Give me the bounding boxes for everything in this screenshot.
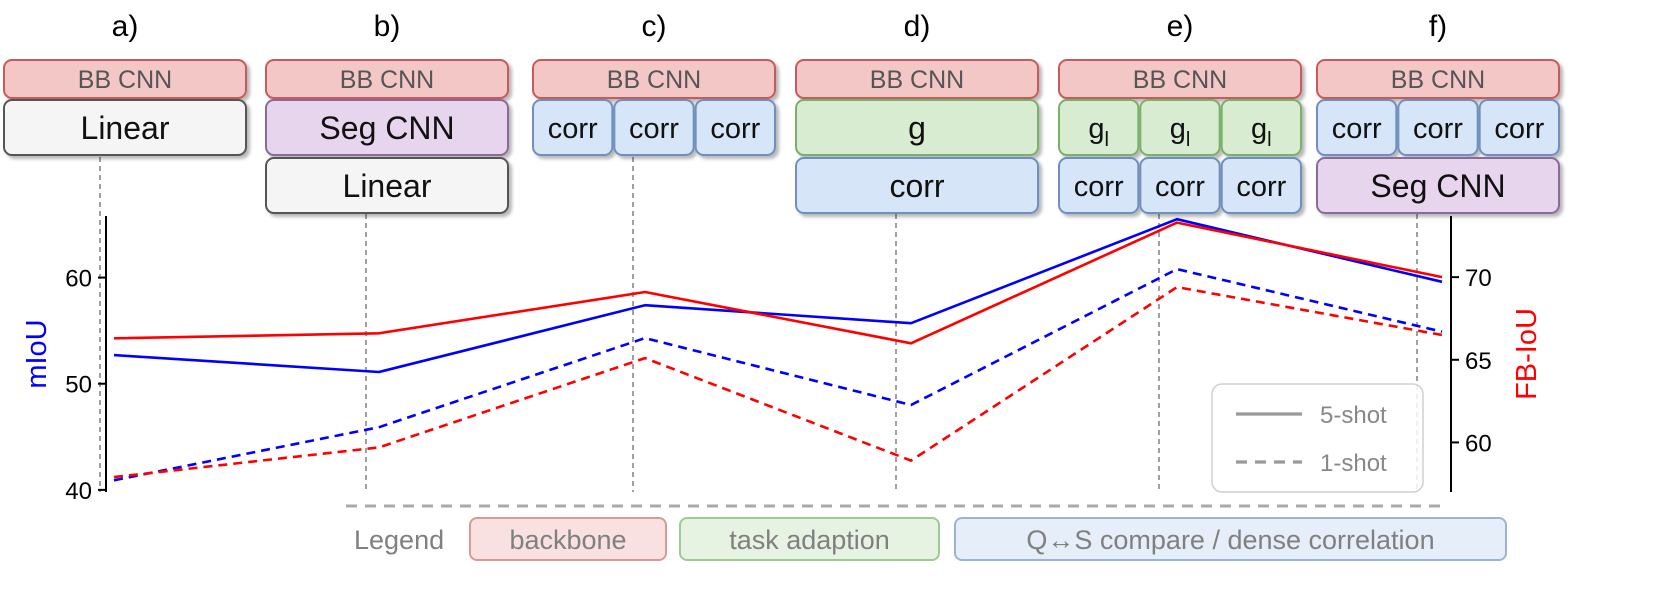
block-label: gl [1251,113,1272,151]
block-label: BB CNN [340,66,434,94]
block-label: BB CNN [1391,66,1485,94]
architecture-label: e) [1167,10,1194,43]
linear-block: Linear [3,99,247,156]
architecture-label: c) [642,10,667,43]
legend-item-corr: Q↔S compare / dense correlation [954,517,1507,561]
backbone-block: BB CNN [1316,59,1560,99]
block-label: corr [1494,113,1544,145]
seg-block: Seg CNN [265,99,509,156]
corr-block: corr [532,99,614,156]
block-label: Seg CNN [319,110,454,146]
block-label: Linear [81,110,170,146]
block-label: g [908,110,926,146]
legend-item-label: backbone [509,525,626,555]
miou-5-shot-line [113,217,1443,374]
seg-block: Seg CNN [1316,157,1560,214]
line-legend-label: 5-shot [1320,402,1387,429]
left-tick-label: 60 [65,266,92,293]
block-label: BB CNN [607,66,701,94]
block-label: Seg CNN [1370,168,1505,204]
g-block: gl [1220,99,1302,156]
backbone-block: BB CNN [1058,59,1302,99]
y-left-label: mIoU [21,319,53,388]
backbone-block: BB CNN [532,59,776,99]
block-label: corr [1236,171,1286,203]
right-tick-label: 60 [1465,430,1492,457]
linear-block: Linear [265,157,509,214]
block-label: gl [1088,113,1109,151]
legend-item-label: Q↔S compare / dense correlation [1026,525,1434,555]
corr-block: corr [1478,99,1560,156]
backbone-block: BB CNN [265,59,509,99]
block-label: corr [710,113,760,145]
corr-block: corr [1139,157,1221,214]
y-right-label: FB-IoU [1511,308,1543,400]
left-tick-label: 50 [65,372,92,399]
corr-block: corr [1220,157,1302,214]
block-label: corr [548,113,598,145]
block-label: BB CNN [870,66,964,94]
legend-item-backbone: backbone [469,517,667,561]
line-style-legend [1211,383,1424,493]
backbone-block: BB CNN [3,59,247,99]
block-label: corr [1413,113,1463,145]
legend-item-g: task adaption [679,517,940,561]
corr-block: corr [1397,99,1479,156]
block-label: corr [1074,171,1124,203]
line-legend-label: 1-shot [1320,450,1387,477]
block-label: corr [889,168,944,204]
architecture-label: d) [904,10,931,43]
architecture-label: b) [374,10,401,43]
right-tick-label: 65 [1465,348,1492,375]
block-label: Linear [343,168,432,204]
g-block: gl [1139,99,1221,156]
block-label: BB CNN [78,66,172,94]
right-tick-label: 70 [1465,265,1492,292]
left-tick-label: 40 [65,478,92,505]
corr-block: corr [613,99,695,156]
block-label: corr [629,113,679,145]
miou-1-shot-line [113,267,1443,482]
g-block: gl [1058,99,1140,156]
architecture-label: f) [1429,10,1447,43]
block-label: corr [1155,171,1205,203]
fbiou-5-shot-line [113,221,1443,345]
backbone-block: BB CNN [795,59,1039,99]
corr-block: corr [1058,157,1140,214]
block-label: corr [1332,113,1382,145]
block-label: BB CNN [1133,66,1227,94]
block-label: gl [1170,113,1191,151]
legend-title: Legend [354,525,444,555]
legend-item-label: task adaption [729,525,890,555]
corr-block: corr [694,99,777,156]
g-block: g [795,99,1039,156]
corr-block: corr [795,157,1039,214]
corr-block: corr [1316,99,1398,156]
architecture-label: a) [112,10,139,43]
